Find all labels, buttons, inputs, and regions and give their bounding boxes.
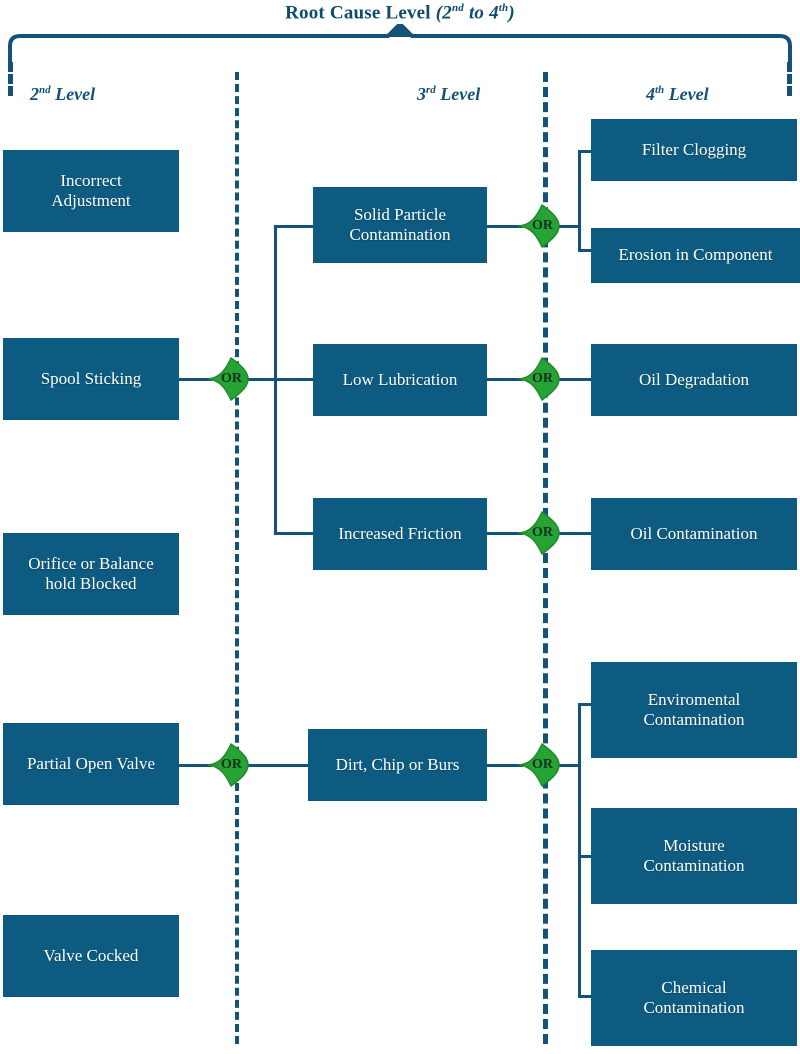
level-label-4th: 4th Level	[646, 84, 709, 105]
level-3-number: 3	[417, 84, 426, 104]
node-filter-clogging[interactable]: Filter Clogging	[591, 119, 797, 181]
connector-dirt-chip-to-gate	[486, 764, 523, 767]
node-oil-contamination[interactable]: Oil Contamination	[591, 498, 797, 570]
node-incorrect-adjustment[interactable]: Incorrect Adjustment	[3, 150, 179, 232]
bus-third-level-vertical	[274, 225, 277, 535]
node-low-lubrication[interactable]: Low Lubrication	[313, 344, 487, 416]
node-solid-particle-contamination[interactable]: Solid Particle Contamination	[313, 187, 487, 263]
connector-bus-to-increased-friction	[274, 532, 316, 535]
connector-bus-to-erosion	[578, 249, 593, 252]
node-erosion-in-component[interactable]: Erosion in Component	[591, 228, 800, 283]
node-moisture-contamination[interactable]: Moisture Contamination	[591, 808, 797, 904]
node-chemical-contamination[interactable]: Chemical Contamination	[591, 950, 797, 1046]
node-valve-cocked[interactable]: Valve Cocked	[3, 915, 179, 997]
level-label-2nd: 2nd Level	[30, 84, 95, 105]
or-gate-partial-open-valve[interactable]: OR	[206, 742, 250, 788]
connector-gate-to-oil-degradation	[557, 378, 593, 381]
node-chemical-line1: Chemical	[661, 977, 727, 997]
node-oil-contamination-line1: Oil Contamination	[630, 523, 758, 543]
dashed-right-border	[787, 62, 792, 96]
page-title: Root Cause Level (2nd to 4th)	[0, 2, 800, 24]
connector-increased-friction-to-gate	[486, 532, 523, 535]
title-sup-second: nd	[451, 2, 464, 14]
node-filter-clogging-line1: Filter Clogging	[641, 139, 747, 159]
or-gate-spool-sticking[interactable]: OR	[206, 356, 250, 402]
dashed-divider-2nd-3rd	[235, 72, 239, 1044]
level-4-number: 4	[646, 84, 655, 104]
node-orifice-line1: Orifice or Balance	[28, 553, 154, 573]
connector-bus-to-filter-clogging	[578, 150, 593, 153]
root-cause-bracket	[0, 21, 800, 79]
dashed-left-border	[8, 62, 13, 96]
title-sup-fourth: th	[498, 2, 509, 14]
connector-low-lubrication-to-gate	[486, 378, 523, 381]
node-dirt-chip-line1: Dirt, Chip or Burs	[335, 754, 460, 774]
node-orifice-or-balance-hold-blocked[interactable]: Orifice or Balance hold Blocked	[3, 533, 179, 615]
node-dirt-chip-or-burs[interactable]: Dirt, Chip or Burs	[308, 729, 487, 801]
connector-solid-particle-to-gate	[486, 225, 523, 228]
connector-gate-to-bus-filter	[557, 225, 581, 228]
connector-bus-to-enviromental	[578, 703, 593, 706]
dashed-divider-3rd-4th	[543, 72, 548, 1044]
or-gate-dirt-chip-or-burs[interactable]: OR	[517, 742, 561, 788]
node-increased-friction[interactable]: Increased Friction	[313, 498, 487, 570]
level-2-suffix: nd	[39, 84, 51, 96]
connector-bus-to-chemical	[578, 995, 593, 998]
node-moisture-line1: Moisture	[663, 835, 725, 855]
node-moisture-line2: Contamination	[643, 856, 745, 875]
connector-spool-to-gate	[179, 378, 212, 381]
level-3-suffix: rd	[426, 84, 436, 96]
node-chemical-line2: Contamination	[643, 998, 745, 1017]
node-partial-open-valve-line1: Partial Open Valve	[26, 753, 156, 773]
level-3-word: Level	[440, 84, 481, 104]
node-oil-degradation[interactable]: Oil Degradation	[591, 344, 797, 416]
title-main-text: Root Cause Level	[285, 2, 431, 24]
level-label-3rd: 3rd Level	[417, 84, 480, 105]
node-enviromental-contamination[interactable]: Enviromental Contamination	[591, 662, 797, 758]
level-4-suffix: th	[655, 84, 665, 96]
node-partial-open-valve[interactable]: Partial Open Valve	[3, 723, 179, 805]
connector-gate-to-oil-contamination	[557, 532, 593, 535]
level-2-word: Level	[55, 84, 96, 104]
node-orifice-line2: hold Blocked	[45, 574, 137, 593]
connector-gate-to-bus-left	[246, 378, 316, 381]
title-paren-close: )	[508, 2, 515, 24]
node-enviromental-line2: Contamination	[643, 710, 745, 729]
node-enviromental-line1: Enviromental	[647, 689, 741, 709]
node-oil-degradation-line1: Oil Degradation	[639, 369, 749, 389]
level-2-number: 2	[30, 84, 39, 104]
or-gate-solid-particle-contamination[interactable]: OR	[517, 203, 561, 249]
bus-contamination-vertical	[578, 703, 581, 998]
title-paren-open: (2	[435, 2, 452, 24]
or-gate-low-lubrication[interactable]: OR	[517, 356, 561, 402]
node-increased-friction-line1: Increased Friction	[338, 523, 462, 543]
connector-gate-to-bus-contamination	[557, 764, 581, 767]
node-valve-cocked-line1: Valve Cocked	[43, 945, 139, 965]
connector-gate-to-dirt-chip	[246, 764, 316, 767]
bus-filter-erosion-vertical	[578, 150, 581, 251]
node-incorrect-adjustment-line2: Adjustment	[51, 191, 131, 210]
node-erosion-line1: Erosion in Component	[618, 245, 773, 265]
node-solid-particle-line2: Contamination	[349, 225, 451, 244]
or-gate-increased-friction[interactable]: OR	[517, 510, 561, 556]
node-spool-sticking[interactable]: Spool Sticking	[3, 338, 179, 420]
connector-bus-to-moisture	[578, 855, 593, 858]
node-low-lubrication-line1: Low Lubrication	[342, 369, 458, 389]
node-solid-particle-line1: Solid Particle	[353, 204, 447, 224]
node-spool-sticking-line1: Spool Sticking	[40, 368, 142, 388]
level-4-word: Level	[668, 84, 709, 104]
node-incorrect-adjustment-line1: Incorrect	[60, 170, 122, 190]
connector-partial-valve-to-gate	[179, 764, 212, 767]
title-mid-text: to 4	[464, 2, 499, 24]
connector-bus-to-solid-particle	[274, 225, 316, 228]
